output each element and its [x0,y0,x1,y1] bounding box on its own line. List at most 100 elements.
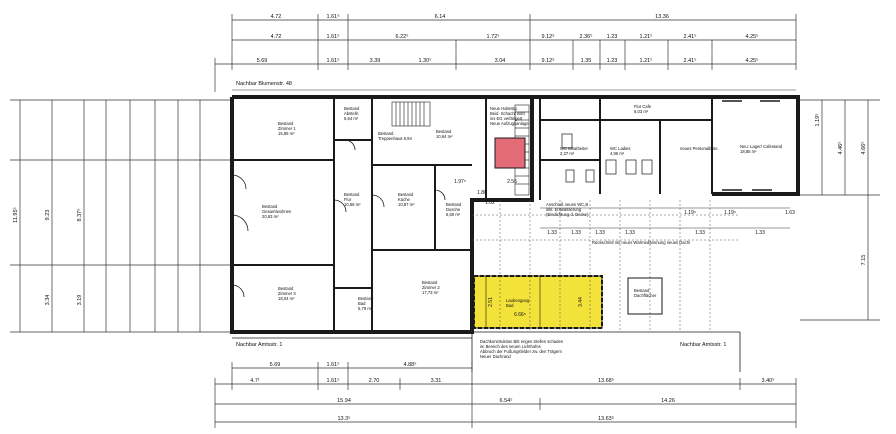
dim-label: 3.19 [77,295,83,306]
dim-label: 1.97⁵ [454,179,466,185]
dim-label: 6.54⁵ [500,397,513,404]
dim-label: 1.61⁵ [327,377,340,384]
dim-label: 1.30⁵ [419,57,432,64]
staircase [391,101,530,196]
dim-label: 8.37⁵ [76,209,83,222]
dim-label: 1.21⁵ [640,33,653,40]
dim-label: 4.72 [271,14,282,20]
dim-label: 1.02 [485,200,495,206]
top-dimensions [214,14,797,92]
bottom-note: Dachkonstruktion Bitt eriges Stellen sch… [480,339,564,359]
dim-label: 9.23 [45,210,51,221]
dim-label: 6.22⁵ [396,33,409,40]
dim-label: 6.66⁵ [514,312,526,318]
mid-dim-labels: 1.33 1.33 1.33 1.33 1.33 1.33 1.19⁵ 1.19… [454,179,795,318]
dim-label: 4.25⁵ [746,57,759,64]
dim-label: 3.04 [495,58,506,64]
dim-label: 11.95⁵ [12,207,19,223]
windows [722,100,780,191]
dim-label: 13.63⁵ [598,415,614,422]
dim-label: 4.72 [271,34,282,40]
dim-label: 3.44 [578,297,584,307]
bottom-dim-labels: 5.69 1.61⁵ 4.88⁵ 4.7¹ 1.61⁵ 2.70 3.31 13… [250,361,774,422]
dim-label: 2.56 [507,179,517,185]
mid-dimensions [540,207,790,229]
doors [231,139,446,298]
dim-label: 1.33 [695,230,705,236]
dim-label: 3.34 [45,295,51,306]
dim-label: 2.70 [369,378,380,384]
courtyard-grid [472,200,740,330]
dim-label: 5.69 [257,58,268,64]
dim-label: 1.61⁵ [327,57,340,64]
dim-label: 1.80 [477,190,487,196]
top-dim-labels: 4.72 1.61⁵ 6.14 13.36 4.72 1.61⁵ 6.22⁵ 1… [257,13,759,64]
neighbor-bottom-right-label: Nachbar Amtsstr. 1 [680,342,726,348]
dim-label: 1.61⁵ [327,361,340,368]
dim-label: 5.69 [270,362,281,368]
wc-fixtures [561,133,653,183]
dim-label: 1.33 [571,230,581,236]
dim-label: 2.51 [488,297,494,307]
dachflaechen-box [627,277,663,315]
dim-label: 13.68⁵ [598,377,614,384]
left-dimensions [10,99,232,333]
dim-label: 1.23 [607,34,618,40]
interior-walls [232,97,713,332]
dim-label: 4.88⁵ [404,361,417,368]
dim-label: 1.19⁵ [814,114,821,127]
left-dim-labels: 11.95⁵ 9.23 8.37⁵ 3.34 3.19 [12,207,83,305]
dim-label: 1.61⁵ [327,13,340,20]
dim-label: 4.46⁵ [837,142,844,155]
dim-label: 9.12⁵ [542,57,555,64]
dim-label: 1.33 [625,230,635,236]
dim-label: 7.15 [861,255,867,266]
right-dimensions [800,99,880,321]
dim-label: 2.41⁵ [684,57,697,64]
right-dim-labels: 7.15 4.66⁵ 4.46⁵ 1.19⁵ [814,114,867,266]
dim-label: 1.33 [547,230,557,236]
dim-label: 3.40⁵ [762,377,775,384]
dim-label: 13.36 [655,14,669,20]
dim-label: 3.31 [431,378,442,384]
dim-label: 1.33 [595,230,605,236]
bottom-dimensions [214,362,797,428]
dim-label: 4.66⁵ [860,142,867,155]
dim-label: 1.35 [581,58,592,64]
room-label: neues Personalbüro [680,146,718,151]
neighbor-top-label: Nachbar Blumenstr. 48 [236,81,292,87]
laubengang-highlight [473,275,603,329]
dim-label: 1.19⁵ [724,210,736,216]
dim-label: 1.21⁵ [640,57,653,64]
dim-label: 6.14 [435,14,446,20]
dim-label: 1.61⁵ [327,33,340,40]
lichtdach-note: Rückschnitt mit neuer Wärmedämmung neues… [592,240,691,245]
dim-label: 1.19⁵ [684,210,696,216]
dim-label: 1.23 [607,58,618,64]
dim-label: 2.36⁵ [580,33,593,40]
dim-label: 1.63 [785,210,795,216]
neighbor-bottom-label: Nachbar Amtsstr. 1 [236,342,282,348]
dim-label: 4.25⁵ [746,33,759,40]
exterior-walls [230,95,800,334]
